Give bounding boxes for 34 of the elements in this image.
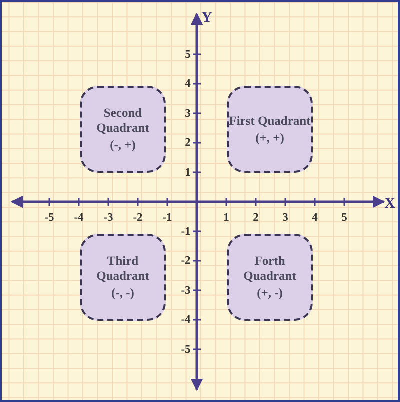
tick-label: -5 bbox=[181, 344, 191, 356]
sign-pair: (-, -) bbox=[112, 286, 134, 301]
tick-label: 3 bbox=[185, 108, 191, 120]
quadrant-box bbox=[227, 86, 313, 173]
tick-label: 4 bbox=[312, 212, 318, 224]
tick-label: 5 bbox=[342, 212, 348, 224]
quadrant-name: Third Quadrant bbox=[96, 254, 150, 284]
tick-label: 2 bbox=[253, 212, 259, 224]
tick-label: -1 bbox=[181, 226, 191, 238]
quadrant-name: First Quadrant bbox=[229, 114, 311, 128]
tick-label: 2 bbox=[185, 137, 191, 149]
tick-label: 1 bbox=[224, 212, 230, 224]
tick-label: -4 bbox=[74, 212, 84, 224]
axis-label: X bbox=[384, 198, 396, 210]
sign-pair: (+, -) bbox=[257, 286, 283, 301]
sign-pair: (+, +) bbox=[256, 130, 284, 146]
tick-label: 5 bbox=[185, 48, 191, 60]
tick-label: -2 bbox=[181, 255, 191, 267]
tick-label: 3 bbox=[282, 212, 288, 224]
tick-label: 1 bbox=[185, 166, 191, 178]
tick-label: -5 bbox=[44, 212, 54, 224]
axis-label: Y bbox=[202, 12, 212, 24]
tick-label: -4 bbox=[181, 314, 191, 326]
quadrant-name: Second Quadrant bbox=[96, 106, 150, 136]
quadrant-box bbox=[80, 234, 166, 321]
tick-label: -3 bbox=[181, 284, 191, 296]
tick-label: -2 bbox=[133, 212, 143, 224]
tick-label: -3 bbox=[104, 212, 114, 224]
quadrant-name: Forth Quadrant bbox=[242, 254, 298, 284]
quadrant-box bbox=[227, 234, 313, 321]
sign-pair: (-, +) bbox=[110, 138, 136, 153]
tick-label: 4 bbox=[185, 78, 191, 90]
tick-label: -1 bbox=[162, 212, 172, 224]
quadrant-box bbox=[80, 86, 166, 173]
